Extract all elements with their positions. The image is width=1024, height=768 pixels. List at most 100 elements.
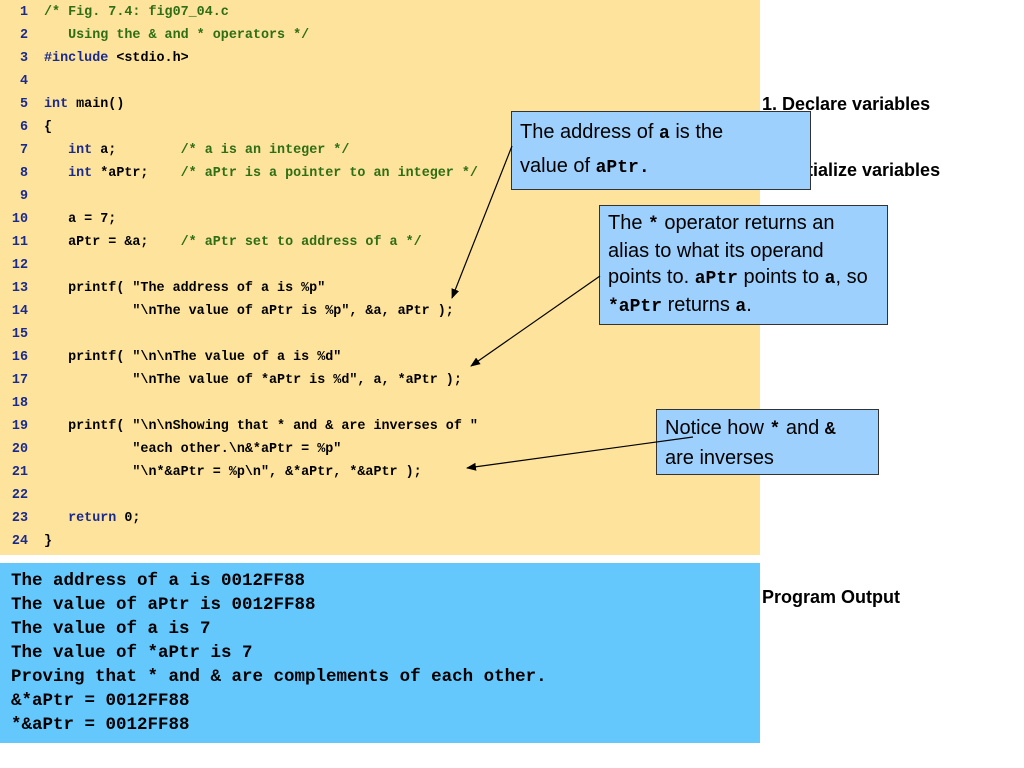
code-keyword: #include — [44, 51, 109, 66]
code-line: 13 printf( "The address of a is %p" — [0, 277, 325, 300]
line-number: 20 — [11, 442, 28, 457]
line-number: 5 — [19, 97, 28, 112]
callout-code: a — [658, 124, 670, 144]
code-text: "\nThe value of aPtr is %p", &a, aPtr ); — [44, 300, 454, 323]
callout-code: a — [735, 297, 747, 317]
callout-code: *aPtr — [608, 297, 663, 317]
callout-text: is the — [669, 121, 724, 143]
code-text: a = 7; — [44, 208, 116, 231]
code-token: printf( "The address of a is %p" — [44, 281, 326, 296]
code-token: printf( "\n\nShowing that * and & are in… — [44, 419, 478, 434]
code-token: 0; — [116, 511, 141, 526]
callout-code: * — [648, 215, 659, 235]
line-number: 17 — [11, 373, 28, 388]
callout-inverses: Notice how * and & are inverses — [656, 409, 879, 475]
arrow-to-line-14 — [451, 145, 513, 299]
code-line: 3 #include <stdio.h> — [0, 47, 189, 70]
code-text: Using the & and * operators */ — [44, 24, 309, 47]
callout-text: points to — [737, 266, 825, 288]
code-line: 16 printf( "\n\nThe value of a is %d" — [0, 346, 341, 369]
code-line: 10 a = 7; — [0, 208, 116, 231]
callout-code: . — [638, 158, 650, 178]
callout-text: and — [780, 417, 825, 439]
code-text: printf( "\n\nThe value of a is %d" — [44, 346, 341, 369]
code-token: "each other.\n&*aPtr = %p" — [44, 442, 342, 457]
arrow-to-line-21 — [466, 436, 694, 471]
code-comment: /* aPtr is a pointer to an integer */ — [180, 166, 478, 181]
code-comment: Using the & and * operators */ — [44, 28, 310, 43]
code-comment: /* a is an integer */ — [180, 143, 350, 158]
line-number: 2 — [19, 28, 28, 43]
code-token: a; — [92, 143, 181, 158]
line-number: 19 — [11, 419, 28, 434]
code-line: 11 aPtr = &a; /* aPtr set to address of … — [0, 231, 422, 254]
code-line: 4 — [0, 70, 28, 93]
code-text: int *aPtr; /* aPtr is a pointer to an in… — [44, 162, 478, 185]
callout-code: aPtr — [595, 158, 639, 178]
code-line: 20 "each other.\n&*aPtr = %p" — [0, 438, 341, 461]
line-number: 21 — [11, 465, 28, 480]
callout-address-of-a: The address of a is the value of aPtr. — [511, 111, 811, 190]
code-text: aPtr = &a; /* aPtr set to address of a *… — [44, 231, 422, 254]
callout-text: The — [608, 212, 649, 234]
line-number: 8 — [19, 166, 28, 181]
code-text: printf( "\n\nShowing that * and & are in… — [44, 415, 478, 438]
line-number: 4 — [19, 74, 28, 89]
output-line: Proving that * and & are complements of … — [11, 667, 547, 687]
code-line: 6{ — [0, 116, 52, 139]
code-text: } — [44, 530, 52, 553]
line-number: 7 — [19, 143, 28, 158]
code-token: main() — [68, 97, 125, 112]
code-line: 22 — [0, 484, 28, 507]
code-text: #include <stdio.h> — [44, 47, 189, 70]
line-number: 1 — [19, 5, 28, 20]
callout-code: aPtr — [694, 269, 738, 289]
code-token: "\n*&aPtr = %p\n", &*aPtr, *&aPtr ); — [44, 465, 422, 480]
callout-text: returns — [662, 294, 736, 316]
code-text: int main() — [44, 93, 124, 116]
code-line: 14 "\nThe value of aPtr is %p", &a, aPtr… — [0, 300, 454, 323]
code-text: "each other.\n&*aPtr = %p" — [44, 438, 341, 461]
code-line: 21 "\n*&aPtr = %p\n", &*aPtr, *&aPtr ); — [0, 461, 422, 484]
code-comment: /* Fig. 7.4: fig07_04.c — [44, 5, 229, 20]
code-line: 19 printf( "\n\nShowing that * and & are… — [0, 415, 478, 438]
line-number: 16 — [11, 350, 28, 365]
code-text: { — [44, 116, 52, 139]
code-line: 18 — [0, 392, 28, 415]
callout-text: . — [746, 294, 752, 316]
code-token: a = 7; — [44, 212, 117, 227]
code-line: 8 int *aPtr; /* aPtr is a pointer to an … — [0, 162, 478, 185]
label-program-output: Program Output — [762, 587, 900, 607]
code-token: "\nThe value of aPtr is %p", &a, aPtr ); — [44, 304, 454, 319]
callout-code: & — [824, 420, 836, 440]
code-line: 23 return 0; — [0, 507, 141, 530]
code-line: 24} — [0, 530, 52, 553]
output-line: The value of *aPtr is 7 — [11, 643, 253, 663]
callout-star-operator: The * operator returns an alias to what … — [599, 205, 888, 325]
code-text: /* Fig. 7.4: fig07_04.c — [44, 1, 229, 24]
line-number: 24 — [11, 534, 28, 549]
line-number: 3 — [19, 51, 28, 66]
callout-text: The address of — [520, 121, 659, 143]
label-initialize-variables: itialize variables — [802, 160, 941, 180]
code-token: "\nThe value of *aPtr is %d", a, *aPtr )… — [44, 373, 462, 388]
output-line: The address of a is 0012FF88 — [11, 571, 306, 591]
code-keyword: return — [68, 511, 117, 526]
code-line: 7 int a; /* a is an integer */ — [0, 139, 349, 162]
code-text: "\nThe value of *aPtr is %d", a, *aPtr )… — [44, 369, 462, 392]
code-comment: /* aPtr set to address of a */ — [180, 235, 422, 250]
output-line: &*aPtr = 0012FF88 — [11, 691, 190, 711]
callout-code: * — [769, 420, 781, 440]
code-line: 15 — [0, 323, 28, 346]
line-number: 11 — [11, 235, 28, 250]
callout-text: operator returns an alias to what its op… — [608, 212, 835, 288]
code-token: { — [44, 120, 53, 135]
callout-code: a — [824, 269, 836, 289]
code-token: <stdio.h> — [108, 51, 189, 66]
line-number: 22 — [11, 488, 28, 503]
output-line: The value of a is 7 — [11, 619, 211, 639]
line-number: 23 — [11, 511, 28, 526]
line-number: 13 — [11, 281, 28, 296]
code-line: 2 Using the & and * operators */ — [0, 24, 309, 47]
